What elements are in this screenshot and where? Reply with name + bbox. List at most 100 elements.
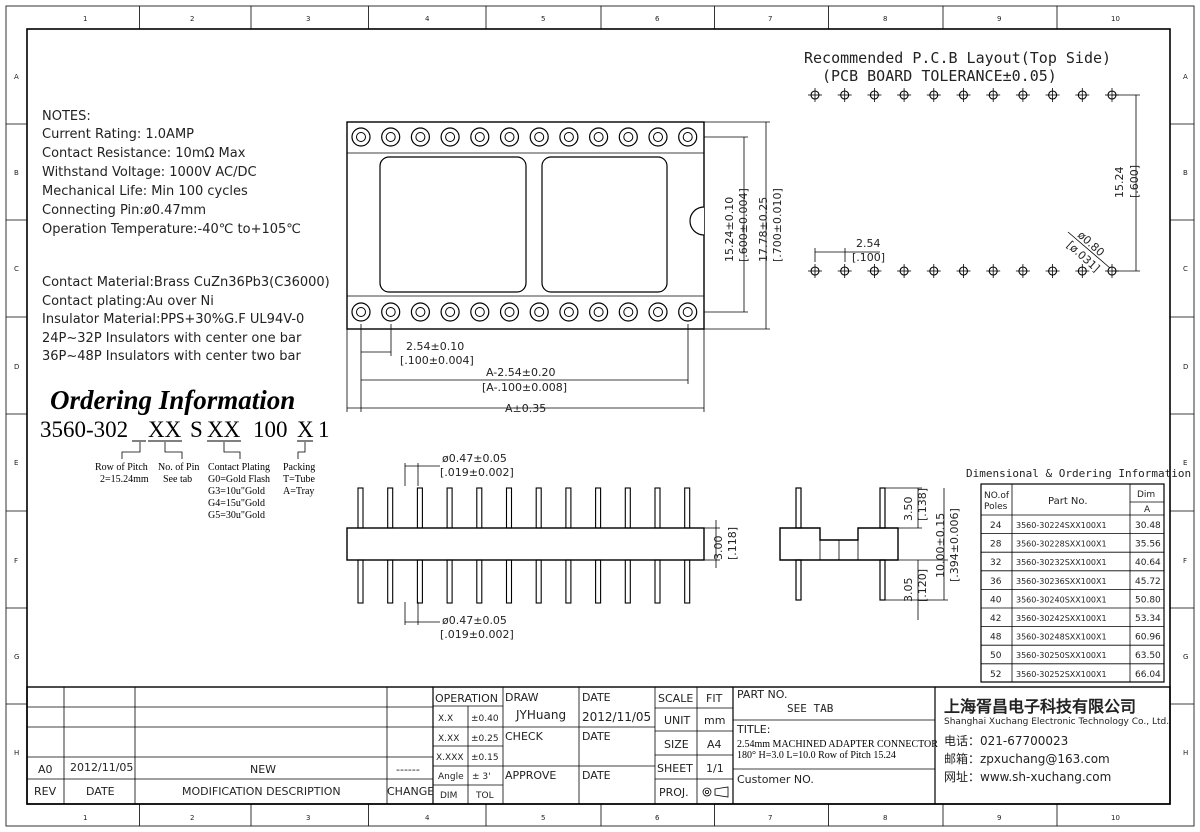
pin-contact xyxy=(470,302,490,322)
date-label: DATE xyxy=(582,691,611,704)
orientation-notch xyxy=(689,206,705,236)
unit-value: mm xyxy=(704,714,725,727)
table-header-dim: Dim xyxy=(1137,490,1155,500)
pcb-hole xyxy=(986,88,1001,102)
pcb-hole xyxy=(986,264,1001,278)
sheet-label: SHEET xyxy=(657,762,693,775)
grid-col-label: 1 xyxy=(83,15,87,23)
pcb-hole xyxy=(897,264,912,278)
ordering-code-part: 100 xyxy=(253,417,288,442)
legend-line: A=Tray xyxy=(283,486,314,497)
company-web: 网址：www.sh-xuchang.com xyxy=(944,770,1111,784)
title-line-1: 2.54mm MACHINED ADAPTER CONNECTOR xyxy=(737,739,938,750)
dim-width-main-in: [.600±0.004] xyxy=(737,188,750,262)
side-view-pins xyxy=(357,487,691,604)
table-cell-poles: 40 xyxy=(990,595,1002,605)
grid-col-label: 10 xyxy=(1111,15,1120,23)
tol-label: X.X xyxy=(438,714,453,724)
grid-row-label: D xyxy=(1183,363,1188,371)
grid-row-label: F xyxy=(14,557,18,565)
pin-contact xyxy=(559,302,579,322)
table-cell-poles: 48 xyxy=(990,633,1002,643)
grid-row-label: H xyxy=(1183,749,1188,757)
legend-line: G4=15u"Gold xyxy=(208,498,265,509)
grid-col-label: 6 xyxy=(655,15,660,23)
dim-pitch-in: [.100±0.004] xyxy=(400,354,474,367)
table-cell-part: 3560-30236SXX100X1 xyxy=(1016,577,1107,586)
pcb-tolerance: (PCB BOARD TOLERANCE±0.05) xyxy=(822,67,1057,85)
pcb-hole xyxy=(1075,88,1090,102)
legend-line: See tab xyxy=(163,474,192,485)
legend-line: 2=15.24mm xyxy=(100,474,149,485)
ordering-code-part: XX xyxy=(207,417,241,442)
side-pin-bottom xyxy=(684,559,691,604)
grid-row-label: D xyxy=(14,363,19,371)
note-line: Operation Temperature:-40℃ to+105℃ xyxy=(42,222,301,237)
pcb-hole xyxy=(956,264,971,278)
legend-line: No. of Pin xyxy=(158,462,199,473)
side-pin-bottom xyxy=(387,559,394,604)
pin-contact xyxy=(440,127,460,147)
legend-line: G5=30u"Gold xyxy=(208,510,265,521)
tol-header: TOL xyxy=(475,791,494,801)
table-cell-dim: 53.34 xyxy=(1135,614,1161,624)
size-value: A4 xyxy=(707,738,722,751)
dim-pin-bot: ø0.47±0.05 xyxy=(442,614,507,627)
pcb-row-dim: 15.24 xyxy=(1113,167,1126,199)
grid-row-label: C xyxy=(1183,265,1188,273)
tol-label: Angle xyxy=(438,772,464,782)
grid-col-label: 9 xyxy=(997,15,1001,23)
note-line: Contact Resistance: 10mΩ Max xyxy=(42,146,246,161)
pcb-hole xyxy=(1015,88,1030,102)
side-pin-bottom xyxy=(565,559,572,604)
pcb-pitch-in: [.100] xyxy=(852,251,885,264)
table-cell-dim: 35.56 xyxy=(1135,540,1161,550)
title-label: TITLE: xyxy=(736,723,770,736)
check-date-label: DATE xyxy=(582,730,611,743)
table-cell-poles: 42 xyxy=(990,614,1001,624)
pcb-title: Recommended P.C.B Layout(Top Side) xyxy=(804,49,1111,67)
legend-packing: Packing T=Tube A=Tray xyxy=(283,462,316,497)
legend-line: Row of Pitch xyxy=(95,462,148,473)
grid-col-label: 8 xyxy=(883,814,887,822)
pin-contact xyxy=(678,302,698,322)
ordering-code-part: S xyxy=(190,417,203,442)
company-name-cn: 上海胥昌电子科技有限公司 xyxy=(944,697,1136,716)
pcb-hole xyxy=(808,264,822,278)
table-cell-poles: 50 xyxy=(990,651,1002,661)
dim-body-height: 3.00 xyxy=(712,536,725,561)
table-cell-part: 3560-30228SXX100X1 xyxy=(1016,540,1107,549)
grid-col-label: 3 xyxy=(306,15,310,23)
material-line: 24P~32P Insulators with center one bar xyxy=(42,331,302,346)
grid-col-label: 10 xyxy=(1111,814,1120,822)
customer-label: Customer NO. xyxy=(737,773,814,786)
side-pin-bottom xyxy=(505,559,513,604)
dim-bottom-height: 3.05 xyxy=(902,578,915,603)
tol-label: X.XX xyxy=(438,734,459,744)
pcb-hole xyxy=(1045,264,1060,278)
draw-by: JYHuang xyxy=(515,708,566,722)
company-email: 邮箱：zpxuchang@163.com xyxy=(944,751,1110,766)
grid-row-label: E xyxy=(1183,459,1187,467)
grid-col-label: 8 xyxy=(883,15,887,23)
grid-row-label: G xyxy=(14,653,19,661)
legend-line: Contact Plating xyxy=(208,462,270,473)
table-cell-part: 3560-30232SXX100X1 xyxy=(1016,558,1107,567)
table-cell-poles: 28 xyxy=(990,540,1002,550)
table-cell-part: 3560-30242SXX100X1 xyxy=(1016,614,1107,623)
table-cell-dim: 45.72 xyxy=(1135,577,1161,587)
tol-label: X.XXX xyxy=(436,753,464,763)
dim-width-main: 15.24±0.10 xyxy=(723,197,736,262)
top-view-pins xyxy=(351,127,698,322)
dim-top-height: 3.50 xyxy=(902,497,915,522)
pin-contact xyxy=(588,127,609,147)
dim-pin-top-in: [.019±0.002] xyxy=(440,466,514,479)
pin-contact xyxy=(470,127,490,147)
sheet-outer-frame xyxy=(5,5,1195,827)
pcb-row-dim-in: [.600] xyxy=(1128,165,1141,198)
ordering-code-part: XX xyxy=(148,417,182,442)
grid-col-label: 2 xyxy=(190,814,194,822)
pin-contact xyxy=(648,302,668,322)
table-title: Dimensional & Ordering Information xyxy=(966,467,1191,480)
